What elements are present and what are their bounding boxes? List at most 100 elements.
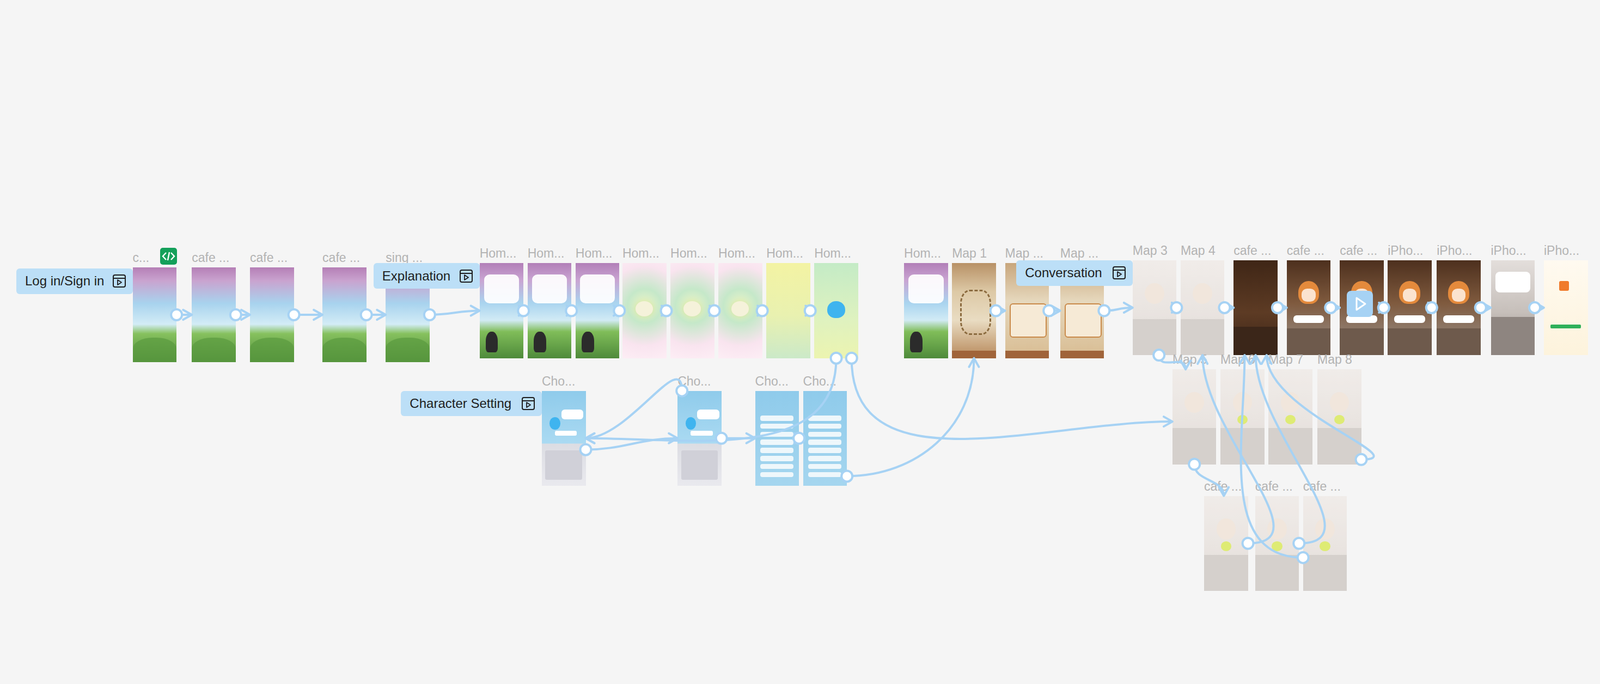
frame-title: cafe ... xyxy=(249,251,288,265)
cat-figure xyxy=(581,331,595,353)
speech-bubble xyxy=(484,274,519,303)
flow-connector xyxy=(288,309,323,321)
counter xyxy=(1180,319,1225,356)
frame-title: cafe ... xyxy=(1339,244,1378,258)
screen-content xyxy=(1220,369,1265,464)
prototype-icon-play xyxy=(464,275,469,280)
frame-title: cafe ... xyxy=(322,251,360,265)
apron-badge xyxy=(1220,541,1232,551)
connector-start-dot xyxy=(1043,305,1055,317)
frame-title: cafe ... xyxy=(1233,244,1272,258)
speech-bubble xyxy=(579,274,615,303)
frame-title: cafe ... xyxy=(191,251,230,265)
speech-bubble xyxy=(1394,315,1425,323)
arrow-head xyxy=(1171,302,1181,313)
connector-line xyxy=(1382,306,1390,309)
arrow-head xyxy=(613,306,623,316)
menu-bar xyxy=(951,350,997,359)
connector-line xyxy=(1194,464,1224,497)
play-button-bg xyxy=(1346,290,1373,317)
hill xyxy=(385,337,430,363)
screen-content xyxy=(1172,369,1217,464)
input-field xyxy=(554,430,577,436)
flow-connector xyxy=(1529,302,1544,314)
frame-title: Map ... xyxy=(1005,247,1044,260)
flow-connector xyxy=(661,305,673,317)
connector-line xyxy=(1175,306,1182,309)
arrow-head xyxy=(1163,416,1173,427)
screen-content xyxy=(718,263,763,358)
arrow-head xyxy=(585,433,595,444)
connector-start-dot xyxy=(565,305,577,317)
character-face xyxy=(1451,288,1467,302)
arrow-head xyxy=(1378,302,1388,313)
screen-frame: Hom... xyxy=(622,263,667,358)
connector-line xyxy=(664,309,672,313)
connector-start-dot xyxy=(580,444,592,456)
screen-frame: Hom... xyxy=(670,263,715,358)
connector-start-dot xyxy=(804,305,816,317)
flow-connector xyxy=(1378,302,1390,314)
connector-start-dot xyxy=(990,305,1002,317)
prototype-icon xyxy=(1112,265,1127,280)
frame-title: Cho... xyxy=(541,375,576,388)
screen-content xyxy=(1286,260,1331,356)
screen-frame: Cho... xyxy=(803,391,848,486)
blue-character xyxy=(549,417,560,430)
connector-line xyxy=(1480,306,1492,309)
connector-line xyxy=(366,313,387,316)
screen-content xyxy=(814,263,859,358)
prototype-icon-frame xyxy=(1113,266,1126,279)
connector-start-dot xyxy=(1272,302,1284,314)
arrow-head xyxy=(1218,487,1229,497)
cat-figure xyxy=(910,331,923,353)
screen-content xyxy=(249,267,295,363)
screen-frame: Map 8 xyxy=(1317,369,1362,464)
screen-frame: Hom... xyxy=(527,263,572,358)
flow-connector xyxy=(1188,459,1229,497)
counter xyxy=(1132,319,1177,356)
screen-frame: Map 7 xyxy=(1268,369,1313,464)
screen-content xyxy=(575,263,620,358)
frame-title: Cho... xyxy=(803,375,837,388)
frame-title: Hom... xyxy=(527,247,565,260)
flow-connector xyxy=(716,432,756,444)
connector-start-dot xyxy=(716,432,728,444)
connector-start-dot xyxy=(1153,349,1165,361)
arrow-head xyxy=(709,306,719,316)
character-head xyxy=(1267,518,1287,540)
screen-content xyxy=(1233,260,1278,356)
blue-character xyxy=(827,301,845,319)
apron-badge xyxy=(1319,541,1330,551)
connector-line xyxy=(1266,355,1374,460)
flow-connector xyxy=(1324,302,1340,314)
arrow-head xyxy=(746,433,756,444)
connector-start-dot xyxy=(361,309,372,321)
screen-frame: cafe ... xyxy=(1204,496,1249,591)
screen-frame: Hom... xyxy=(904,263,949,358)
arrow-head xyxy=(1535,302,1544,313)
prototype-icon-bar xyxy=(113,277,126,279)
apron-badge xyxy=(1334,414,1345,425)
flow-connector xyxy=(1218,302,1234,314)
frame-title: iPho... xyxy=(1436,244,1473,258)
screen-content xyxy=(803,391,848,486)
list-row xyxy=(808,439,842,445)
arrow-head xyxy=(1224,302,1234,313)
connector-start-dot xyxy=(1426,302,1438,314)
screen-content xyxy=(1255,496,1300,591)
prototype-icon-bar xyxy=(1113,269,1126,271)
connector-start-dot xyxy=(793,432,805,444)
counter xyxy=(1172,428,1217,464)
prototype-icon-play xyxy=(526,402,531,408)
connector-line xyxy=(294,313,323,316)
flow-connector xyxy=(424,306,480,321)
list-row xyxy=(808,472,842,478)
flow-connector xyxy=(709,305,720,317)
list-row xyxy=(760,415,794,421)
arrow-head xyxy=(1239,355,1250,364)
list-row xyxy=(760,431,794,438)
arrow-head xyxy=(585,433,595,444)
screen-frame: cafe ... xyxy=(322,267,367,363)
